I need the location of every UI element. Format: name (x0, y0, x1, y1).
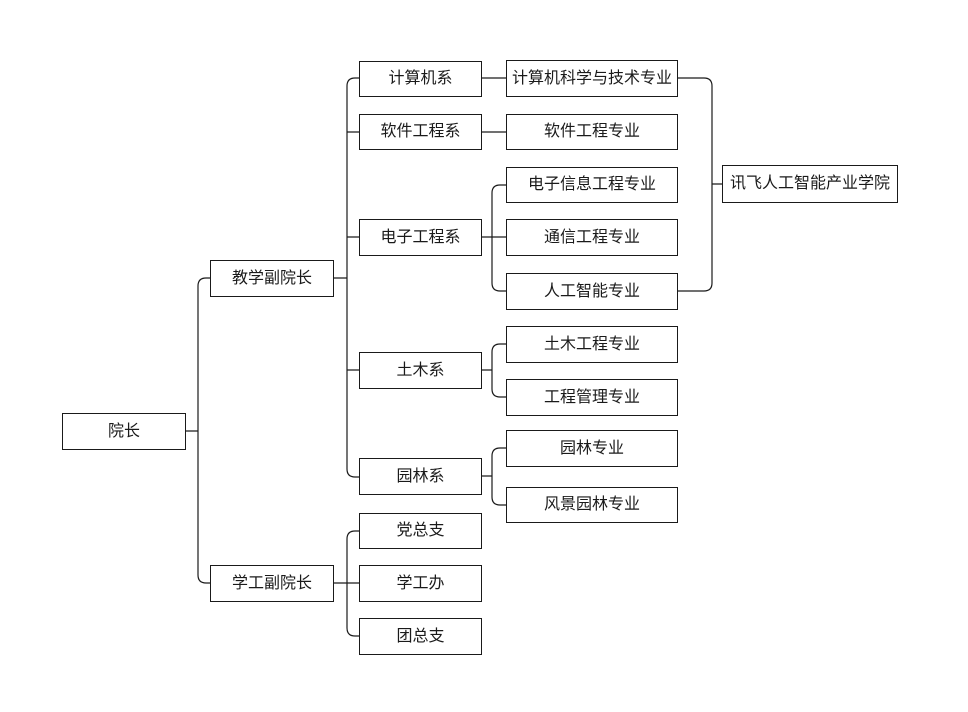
edge-student-bracket (334, 530, 359, 637)
edge-landscape-bracket (482, 447, 506, 506)
node-iflytek-college: 讯飞人工智能产业学院 (722, 165, 898, 203)
edge-civil-bracket (482, 343, 506, 398)
node-dean: 院长 (62, 413, 186, 450)
node-civil-dept: 土木系 (359, 352, 482, 389)
node-electronic-dept: 电子工程系 (359, 219, 482, 256)
node-eie-major: 电子信息工程专业 (506, 167, 678, 203)
node-computer-dept: 计算机系 (359, 61, 482, 97)
node-party-branch: 党总支 (359, 513, 482, 549)
edge-iflytek-bracket (678, 77, 722, 292)
node-ai-major: 人工智能专业 (506, 273, 678, 310)
node-landscape-dept: 园林系 (359, 458, 482, 495)
node-civil-major: 土木工程专业 (506, 326, 678, 363)
edge-teaching-bracket (334, 77, 359, 478)
node-scenic-major: 风景园林专业 (506, 487, 678, 523)
node-student-office: 学工办 (359, 565, 482, 602)
node-em-major: 工程管理专业 (506, 379, 678, 416)
node-garden-major: 园林专业 (506, 430, 678, 467)
edge-dean-bracket (186, 277, 210, 584)
node-se-major: 软件工程专业 (506, 114, 678, 150)
node-software-dept: 软件工程系 (359, 114, 482, 150)
node-comm-major: 通信工程专业 (506, 219, 678, 256)
node-teaching-vice-dean: 教学副院长 (210, 260, 334, 297)
node-youth-league: 团总支 (359, 618, 482, 655)
edge-electronic-bracket (482, 184, 506, 292)
node-cs-major: 计算机科学与技术专业 (506, 60, 678, 97)
node-student-vice-dean: 学工副院长 (210, 565, 334, 602)
